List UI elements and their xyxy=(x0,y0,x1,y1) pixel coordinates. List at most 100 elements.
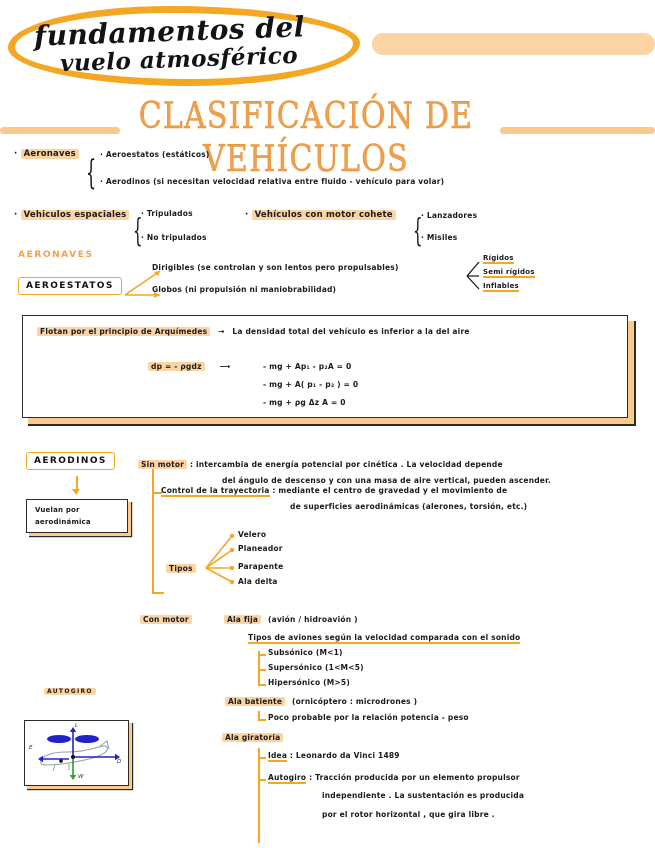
bullet: · xyxy=(14,149,18,159)
mach-item-0: Subsónico (M<1) xyxy=(268,648,343,657)
mach-spine xyxy=(258,651,260,684)
autogiro-label-right: D xyxy=(117,759,122,765)
ala-fija-row: Ala fija (avión / hidroavión ) xyxy=(224,615,358,624)
archimedes-eq-0: - mg + Ap₁ - p₂A = 0 xyxy=(263,362,352,371)
aeroestatos-item-1: Globos (ni propulsión ni maniobrabilidad… xyxy=(152,285,337,294)
control-branch-tick xyxy=(152,492,162,494)
ala-batiente-row: Ala batiente (ornicóptero : microdrones … xyxy=(225,697,417,706)
motor-cohete-item-1: · Misiles xyxy=(421,233,457,242)
control-trayectoria-label: Control de la trayectoria xyxy=(161,486,270,497)
tipos-label: Tipos xyxy=(166,564,196,573)
autogiro-cont-2: por el rotor horizontal , que gira libre… xyxy=(322,810,495,819)
aeronaves-label: Aeronaves xyxy=(20,149,79,159)
bullet: · xyxy=(100,177,104,186)
giratoria-item-1-text: : Tracción producida por un elemento pro… xyxy=(309,773,520,782)
espaciales-item-0: · Tripulados xyxy=(141,209,193,218)
dirigible-type-0: Rígidos xyxy=(483,254,514,265)
bullet: · xyxy=(100,150,104,159)
bullet: · xyxy=(141,233,145,242)
ala-batiente-sub-spine xyxy=(258,711,260,720)
aeroestatos-connector xyxy=(120,265,170,301)
archimedes-arrow: → xyxy=(218,327,225,336)
mach-tick-1 xyxy=(258,669,266,671)
motor-cohete-brace: { xyxy=(413,212,423,250)
bullet: · xyxy=(421,211,425,220)
aeronaves-brace: { xyxy=(86,152,97,193)
sin-motor-spine xyxy=(152,468,154,593)
archimedes-formula-arrow: ⟶ xyxy=(219,362,231,371)
ala-giratoria-spine xyxy=(258,748,260,843)
page-title: CLASIFICACIÓN DE VEHÍCULOS xyxy=(138,95,474,181)
ala-batiente-sub: Poco probable por la relación potencia -… xyxy=(268,713,469,722)
giratoria-tick-0 xyxy=(258,757,266,759)
giratoria-item-1: Autogiro : Tracción producida por un ele… xyxy=(268,773,520,784)
aerodinos-note-line-1: Vuelan por xyxy=(35,506,80,514)
sin-motor-text-1: : intercambia de energía potencial por c… xyxy=(189,460,503,469)
title-logo: fundamentos del vuelo atmosférico xyxy=(8,6,368,88)
dirigible-type-1: Semi rígidos xyxy=(483,268,535,279)
mach-item-1: Supersónico (1<M<5) xyxy=(268,663,364,672)
giratoria-tick-1 xyxy=(258,779,266,781)
tipos-item-0: Velero xyxy=(238,530,267,539)
dirigible-type-2-text: Inflables xyxy=(483,282,519,293)
ala-giratoria-label: Ala giratoria xyxy=(222,733,284,742)
aeronaves-item-1-text: Aerodinos (si necesitan velocidad relati… xyxy=(105,177,445,186)
autogiro-cont-1: independiente . La sustentación es produ… xyxy=(322,791,525,800)
espaciales-label: Vehiculos espaciales xyxy=(20,210,130,220)
mach-tick-2 xyxy=(258,684,266,686)
con-motor-label: Con motor xyxy=(140,615,192,624)
bullet: · xyxy=(421,233,425,242)
ala-fija-text: (avión / hidroavión ) xyxy=(267,615,358,624)
autogiro-diagram-svg xyxy=(38,727,120,780)
espaciales-item-0-text: Tripulados xyxy=(146,209,193,218)
aeroestatos-box-label: AEROESTATOS xyxy=(18,277,122,295)
aeronaves-item-1: · Aerodinos (si necesitan velocidad rela… xyxy=(100,177,444,186)
aerodinos-arrow-stem xyxy=(76,476,78,491)
dirigible-types-connector xyxy=(463,256,485,296)
espaciales-item-1-text: No tripulados xyxy=(146,233,207,242)
tipos-label-row: Tipos xyxy=(166,564,196,573)
title-blob-inner xyxy=(15,13,353,79)
archimedes-statement-row: Flotan por el principio de Arquímedes → … xyxy=(37,327,470,336)
bullet: · xyxy=(141,209,145,218)
archimedes-statement: La densidad total del vehículo es inferi… xyxy=(232,327,470,336)
control-trayectoria-row: Control de la trayectoria : mediante el … xyxy=(161,486,507,497)
archimedes-eq-2: - mg + ρg Δz A = 0 xyxy=(263,398,346,407)
heading-rule-right xyxy=(500,127,655,134)
control-trayectoria-text-2: de superficies aerodinámicas (alerones, … xyxy=(290,502,528,511)
autogiro-label-down: W xyxy=(78,774,84,780)
title-decor-bar xyxy=(372,33,655,55)
espaciales-item-1: · No tripulados xyxy=(141,233,207,242)
sin-motor-label: Sin motor xyxy=(138,460,188,469)
espaciales-brace: { xyxy=(133,212,143,250)
espaciales-label-row: · Vehiculos espaciales xyxy=(14,210,130,220)
archimedes-formula: dp = - ρgdz xyxy=(148,362,205,371)
control-trayectoria-text-1: : mediante el centro de gravedad y el mo… xyxy=(272,486,508,495)
motor-cohete-label: Vehículos con motor cohete xyxy=(251,210,396,220)
dirigible-type-1-text: Semi rígidos xyxy=(483,268,535,279)
giratoria-item-0-term: Idea xyxy=(268,751,288,762)
aeronaves-item-0-text: Aeroestatos (estáticos) xyxy=(105,150,210,159)
mach-tick-0 xyxy=(258,654,266,656)
archimedes-eq-1: - mg + A( p₁ - p₂ ) = 0 xyxy=(263,380,359,389)
bullet: · xyxy=(14,210,18,220)
aerodinos-arrow-head xyxy=(72,489,80,495)
tipos-aviones-row: Tipos de aviones según la velocidad comp… xyxy=(248,633,521,644)
autogiro-caption-wrap: AUTOGIRO xyxy=(44,678,96,697)
giratoria-item-1-term: Autogiro xyxy=(268,773,307,784)
motor-cohete-item-0-text: Lanzadores xyxy=(426,211,478,220)
mach-item-2: Hipersónico (M>5) xyxy=(268,678,350,687)
giratoria-item-0-text: : Leonardo da Vinci 1489 xyxy=(289,751,400,760)
sin-motor-text-2: del ángulo de descenso y con una masa de… xyxy=(222,476,551,485)
heading-rule-left xyxy=(0,127,120,134)
con-motor-row: Con motor xyxy=(140,615,192,624)
tipos-item-3: Ala delta xyxy=(238,577,278,586)
bullet: · xyxy=(245,210,249,220)
aeronaves-section-heading: AERONAVES xyxy=(18,250,94,260)
aerodinos-box-label: AERODINOS xyxy=(26,452,115,470)
sin-motor-spine-foot xyxy=(152,592,164,594)
archimedes-highlight: Flotan por el principio de Arquímedes xyxy=(37,327,211,336)
archimedes-note-box: Flotan por el principio de Arquímedes → … xyxy=(22,315,628,418)
motor-cohete-item-0: · Lanzadores xyxy=(421,211,477,220)
ala-batiente-label: Ala batiente xyxy=(225,697,286,706)
